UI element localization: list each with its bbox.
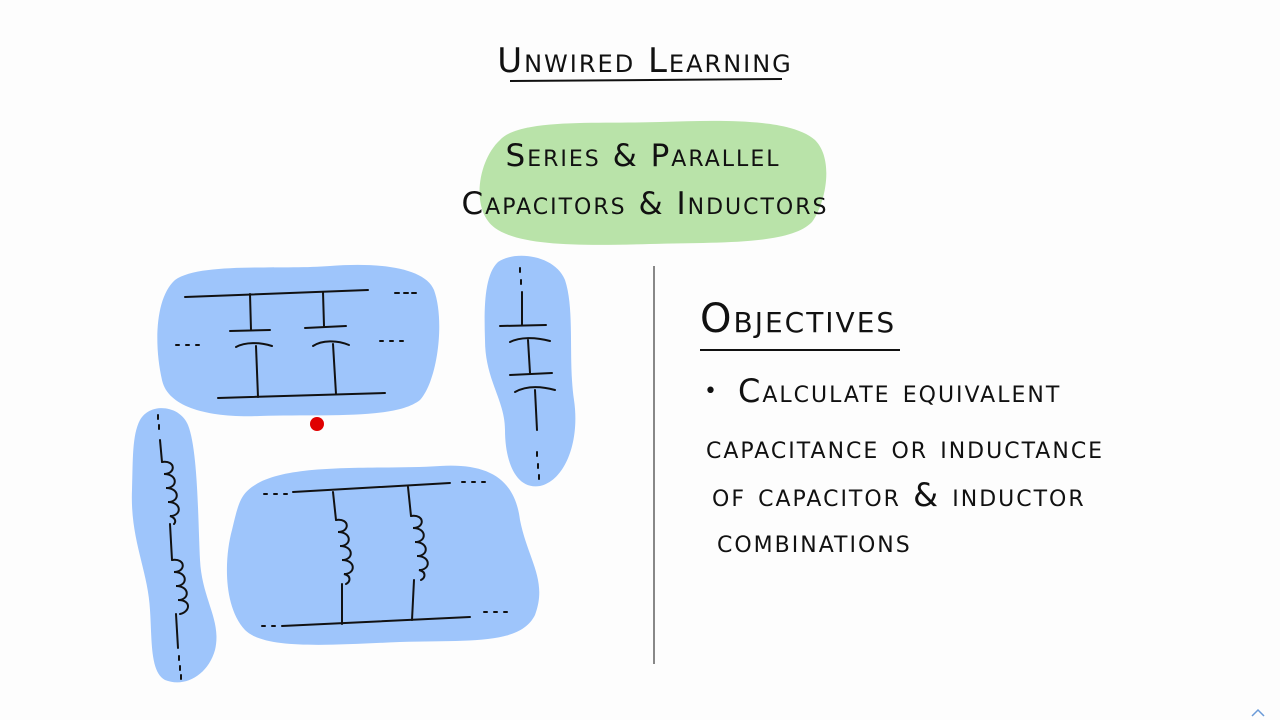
laser-pointer-dot <box>310 417 324 431</box>
series-capacitors-diagram <box>484 255 576 487</box>
parallel-capacitors-diagram <box>157 264 440 417</box>
objectives-heading: Objectives <box>700 296 896 342</box>
parallel-inductors-diagram <box>226 465 540 645</box>
chevron-up-icon[interactable] <box>1251 708 1265 717</box>
title-underline <box>509 78 783 82</box>
topic-line-1: Series & Parallel <box>506 138 781 174</box>
series-inductors-diagram <box>131 408 217 683</box>
objective-line-3: of capacitor & inductor <box>712 476 1086 514</box>
objective-bullet: • <box>704 379 719 404</box>
objective-line-2: capacitance or inductance <box>706 428 1104 466</box>
topic-highlight <box>479 120 827 245</box>
objective-line-4: combinations <box>717 522 912 560</box>
topic-line-2: Capacitors & Inductors <box>462 186 829 222</box>
objective-line-1: Calculate equivalent <box>738 372 1061 410</box>
page-title: Unwired Learning <box>497 41 793 81</box>
